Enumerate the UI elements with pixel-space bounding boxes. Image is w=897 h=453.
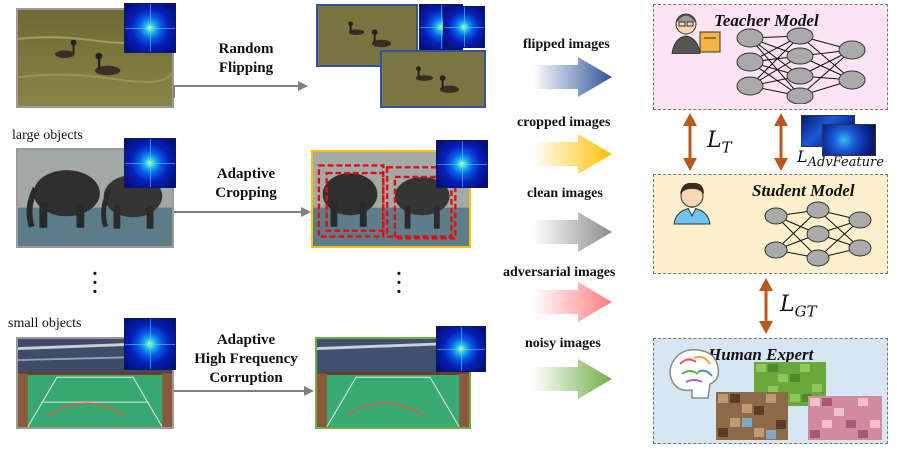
mosaic-pink	[808, 396, 882, 440]
loss-ladv-main: L	[797, 147, 808, 166]
stream-label-flipped: flipped images	[523, 37, 610, 52]
op-random-flipping: Random Flipping	[218, 41, 274, 76]
loss-lgt-sub: GT	[794, 302, 817, 321]
ellipsis-middle: ···	[395, 263, 403, 303]
student-neural-network	[764, 201, 872, 267]
label-small-objects: small objects	[8, 316, 82, 331]
loss-lgt: LGT	[780, 292, 817, 320]
lt-arrow-head-up	[683, 113, 697, 126]
frequency-spectrum-crop	[436, 140, 488, 188]
frequency-spectrum-corrupted	[436, 326, 486, 372]
frequency-spectrum-elephant	[124, 138, 176, 188]
stream-label-adversarial: adversarial images	[503, 265, 616, 280]
loss-lt: LT	[707, 128, 732, 156]
flow-arrow-row1-head	[298, 81, 308, 91]
frequency-spectrum-court	[124, 318, 176, 370]
flow-arrow-row1	[173, 85, 300, 98]
student-model-title: Student Model	[752, 181, 855, 200]
loss-ladv-sub: AdvFeature	[807, 155, 884, 171]
flipped-duck-photo-front	[380, 50, 486, 108]
ladv-arrow-head-down	[774, 158, 788, 171]
teacher-model-title: Teacher Model	[714, 11, 819, 30]
ellipsis-left: ···	[91, 263, 99, 303]
lt-arrow-head-down	[683, 158, 697, 171]
brain-icon	[669, 348, 720, 399]
stream-arrow-cropped	[533, 134, 612, 174]
mosaic-brown	[716, 392, 788, 440]
loss-lt-main: L	[707, 128, 722, 153]
human-expert-title: Human Expert	[708, 345, 814, 364]
stream-arrow-adversarial	[533, 282, 612, 322]
lgt-arrow-head-up	[759, 278, 773, 291]
loss-lgt-main: L	[780, 292, 795, 317]
student-icon	[673, 182, 711, 225]
patch-mosaics	[716, 362, 882, 440]
loss-ladv: LAdvFeature	[797, 147, 884, 170]
stream-label-noisy: noisy images	[525, 336, 601, 351]
stream-label-clean: clean images	[527, 186, 603, 201]
frequency-spectrum-duck	[124, 3, 176, 53]
op-adaptive-high-frequency-corruption: Adaptive High Frequency Corruption	[194, 332, 298, 386]
loss-lt-sub: T	[721, 138, 732, 157]
stream-arrow-noisy	[533, 359, 612, 399]
flow-arrow-row3-head	[304, 386, 314, 396]
stream-arrow-clean	[533, 212, 612, 252]
ladv-arrow-head-up	[774, 113, 788, 126]
stream-arrow-flipped	[533, 57, 612, 97]
label-large-objects: large objects	[12, 128, 83, 143]
feature-map-thumb-front	[822, 124, 876, 156]
flow-arrow-row2-head	[301, 207, 311, 217]
stream-label-cropped: cropped images	[517, 115, 611, 130]
teacher-neural-network	[736, 27, 866, 104]
teacher-icon	[671, 13, 721, 54]
frequency-spectrum-flip-front	[443, 6, 485, 48]
op-adaptive-cropping: Adaptive Cropping	[215, 166, 277, 201]
lgt-arrow-head-down	[759, 321, 773, 334]
